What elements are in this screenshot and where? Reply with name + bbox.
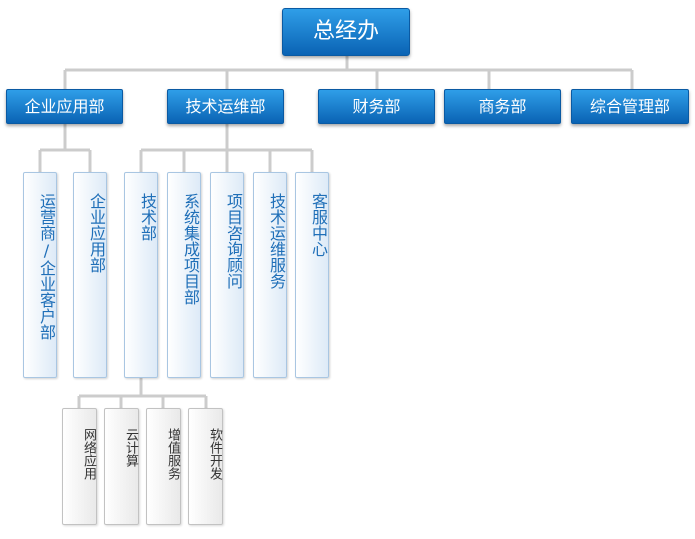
node-root: 总经办 xyxy=(282,8,410,56)
node-sub-consulting: 项目咨询顾问 xyxy=(210,172,244,378)
node-leaf-software-dev: 软件开发 xyxy=(188,408,223,525)
node-sub-ops-service: 技术运维服务 xyxy=(253,172,287,378)
node-dept-business: 商务部 xyxy=(444,89,561,124)
node-leaf-value-added: 增值服务 xyxy=(146,408,181,525)
node-sub-system-integration: 系统集成项目部 xyxy=(167,172,201,378)
node-sub-customer-service: 客服中心 xyxy=(295,172,329,378)
node-leaf-cloud: 云计算 xyxy=(104,408,139,525)
node-dept-admin: 综合管理部 xyxy=(571,89,689,124)
node-sub-carrier-enterprise: 运营商/企业客户部 xyxy=(23,172,57,378)
node-dept-enterprise-app: 企业应用部 xyxy=(6,89,123,124)
node-sub-enterprise-app: 企业应用部 xyxy=(73,172,107,378)
node-dept-finance: 财务部 xyxy=(318,89,435,124)
node-sub-tech: 技术部 xyxy=(124,172,158,378)
node-dept-tech-ops: 技术运维部 xyxy=(167,89,284,124)
node-leaf-network-app: 网络应用 xyxy=(62,408,97,525)
